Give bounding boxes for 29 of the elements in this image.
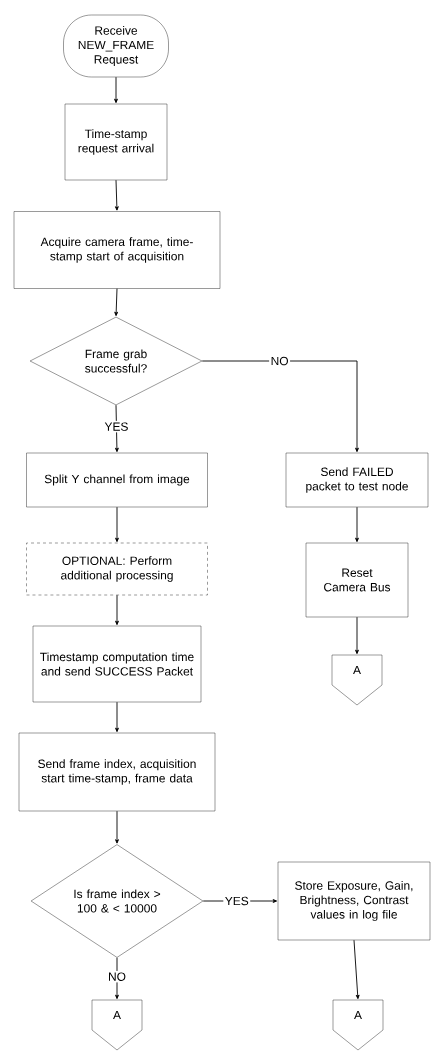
- edge-label: NO: [106, 970, 128, 983]
- edge-label: NO: [269, 355, 291, 367]
- arrow: [114, 179, 119, 211]
- process-box: Time-stamp request arrival: [64, 103, 168, 181]
- offpage-connector: A: [91, 999, 143, 1051]
- offpage-connector: A: [331, 654, 383, 706]
- arrow: [115, 957, 119, 1000]
- process-box: Reset Camera Bus: [305, 542, 409, 618]
- process-box: Split Y channel from image: [26, 452, 208, 508]
- offpage-connector: A: [332, 999, 384, 1051]
- arrow: [115, 506, 119, 543]
- arrow: [355, 506, 359, 543]
- arrow: [353, 939, 360, 1000]
- process-box: Acquire camera frame, time-stamp start of acquisition: [13, 211, 221, 289]
- arrow: [114, 76, 118, 104]
- process-box: Timestamp computation time and send SUCCESS Packet: [32, 625, 202, 703]
- arrow: [201, 360, 359, 453]
- arrow: [115, 404, 119, 453]
- process-box: Store Exposure, Gain, Brightness, Contrast values in log file: [277, 861, 431, 941]
- process-box: Send frame index, acquisition start time-stamp, frame data: [18, 732, 216, 812]
- process-box: OPTIONAL: Perform additional processing: [26, 542, 208, 596]
- process-box: Send FAILED packet to test node: [285, 452, 429, 508]
- arrow: [355, 616, 359, 655]
- edge-label: YES: [223, 895, 251, 907]
- edge-label: YES: [103, 420, 130, 433]
- arrow: [114, 288, 119, 317]
- arrow: [115, 594, 119, 626]
- arrow: [115, 701, 119, 733]
- arrow: [115, 810, 119, 844]
